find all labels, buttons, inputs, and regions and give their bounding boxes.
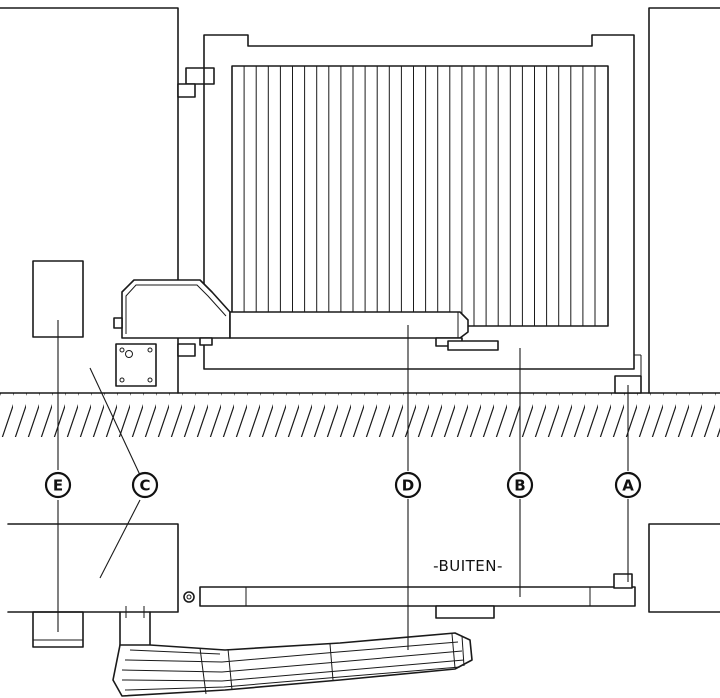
gate-leaf (203, 34, 635, 370)
svg-text:A: A (622, 477, 634, 495)
pillar-bracket-plate (115, 343, 157, 387)
hinge-pin-plan (183, 591, 195, 603)
operator-motor-plan (112, 632, 473, 697)
front-elevation-view (0, 7, 720, 447)
leader-lines (57, 320, 629, 650)
svg-text:D: D (402, 477, 414, 495)
callout-c: C (131, 471, 159, 499)
right-pillar-plan (648, 523, 720, 613)
callout-a: A (614, 471, 642, 499)
ground-hatch (0, 393, 720, 437)
svg-text:C: C (139, 477, 150, 495)
callout-b: B (506, 471, 534, 499)
operator-motor-front (113, 279, 499, 351)
svg-text:E: E (53, 477, 63, 495)
gate-infill-frame (231, 65, 609, 327)
callout-d: D (394, 471, 422, 499)
left-pillar (0, 7, 179, 394)
gate-leaf-plan (199, 573, 636, 619)
lower-hinge (177, 343, 196, 357)
upper-hinge (185, 67, 215, 85)
outside-label: -BUITEN- (433, 557, 503, 575)
left-pillar-plan (7, 523, 179, 613)
right-pillar (648, 7, 720, 394)
plan-view (7, 523, 720, 697)
svg-text:B: B (514, 477, 525, 495)
callout-e: E (44, 471, 72, 499)
gate-vertical-bars (243, 66, 596, 326)
